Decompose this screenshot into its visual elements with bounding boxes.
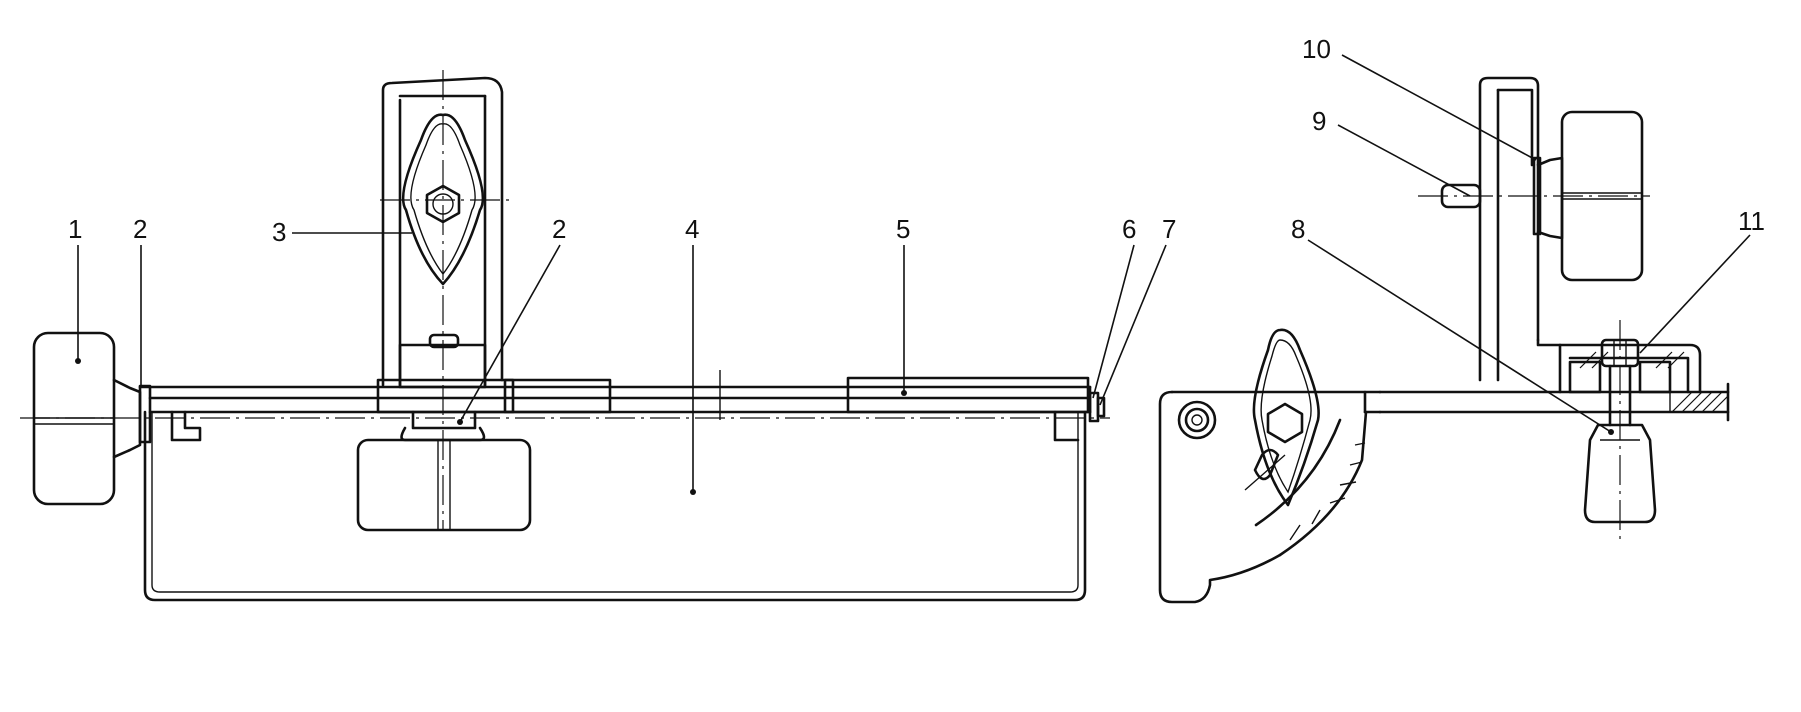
label-4: 4	[685, 214, 699, 244]
label-2-left: 2	[133, 214, 147, 244]
leaders	[77, 54, 1751, 492]
label-3: 3	[272, 217, 286, 247]
label-8: 8	[1291, 214, 1305, 244]
label-6: 6	[1122, 214, 1136, 244]
label-9: 9	[1312, 106, 1326, 136]
base-hatch	[1579, 351, 1729, 413]
label-11: 11	[1738, 206, 1765, 236]
lock-knob	[356, 410, 532, 532]
label-7: 7	[1162, 214, 1176, 244]
label-2-center: 2	[552, 214, 566, 244]
miter-body	[143, 410, 1087, 602]
end-view	[1378, 76, 1730, 540]
label-5: 5	[896, 214, 910, 244]
side-view	[1158, 328, 1382, 604]
fence-post	[380, 70, 512, 530]
wing-nut-front	[401, 113, 485, 286]
part-labels: 1 2 3 2 4 5 6 7 8 9 10 11	[68, 34, 1765, 247]
label-1: 1	[68, 214, 82, 244]
label-10: 10	[1302, 34, 1331, 64]
scale-pad	[846, 376, 1090, 414]
fence-rail	[20, 385, 1110, 419]
front-view	[20, 70, 1110, 602]
